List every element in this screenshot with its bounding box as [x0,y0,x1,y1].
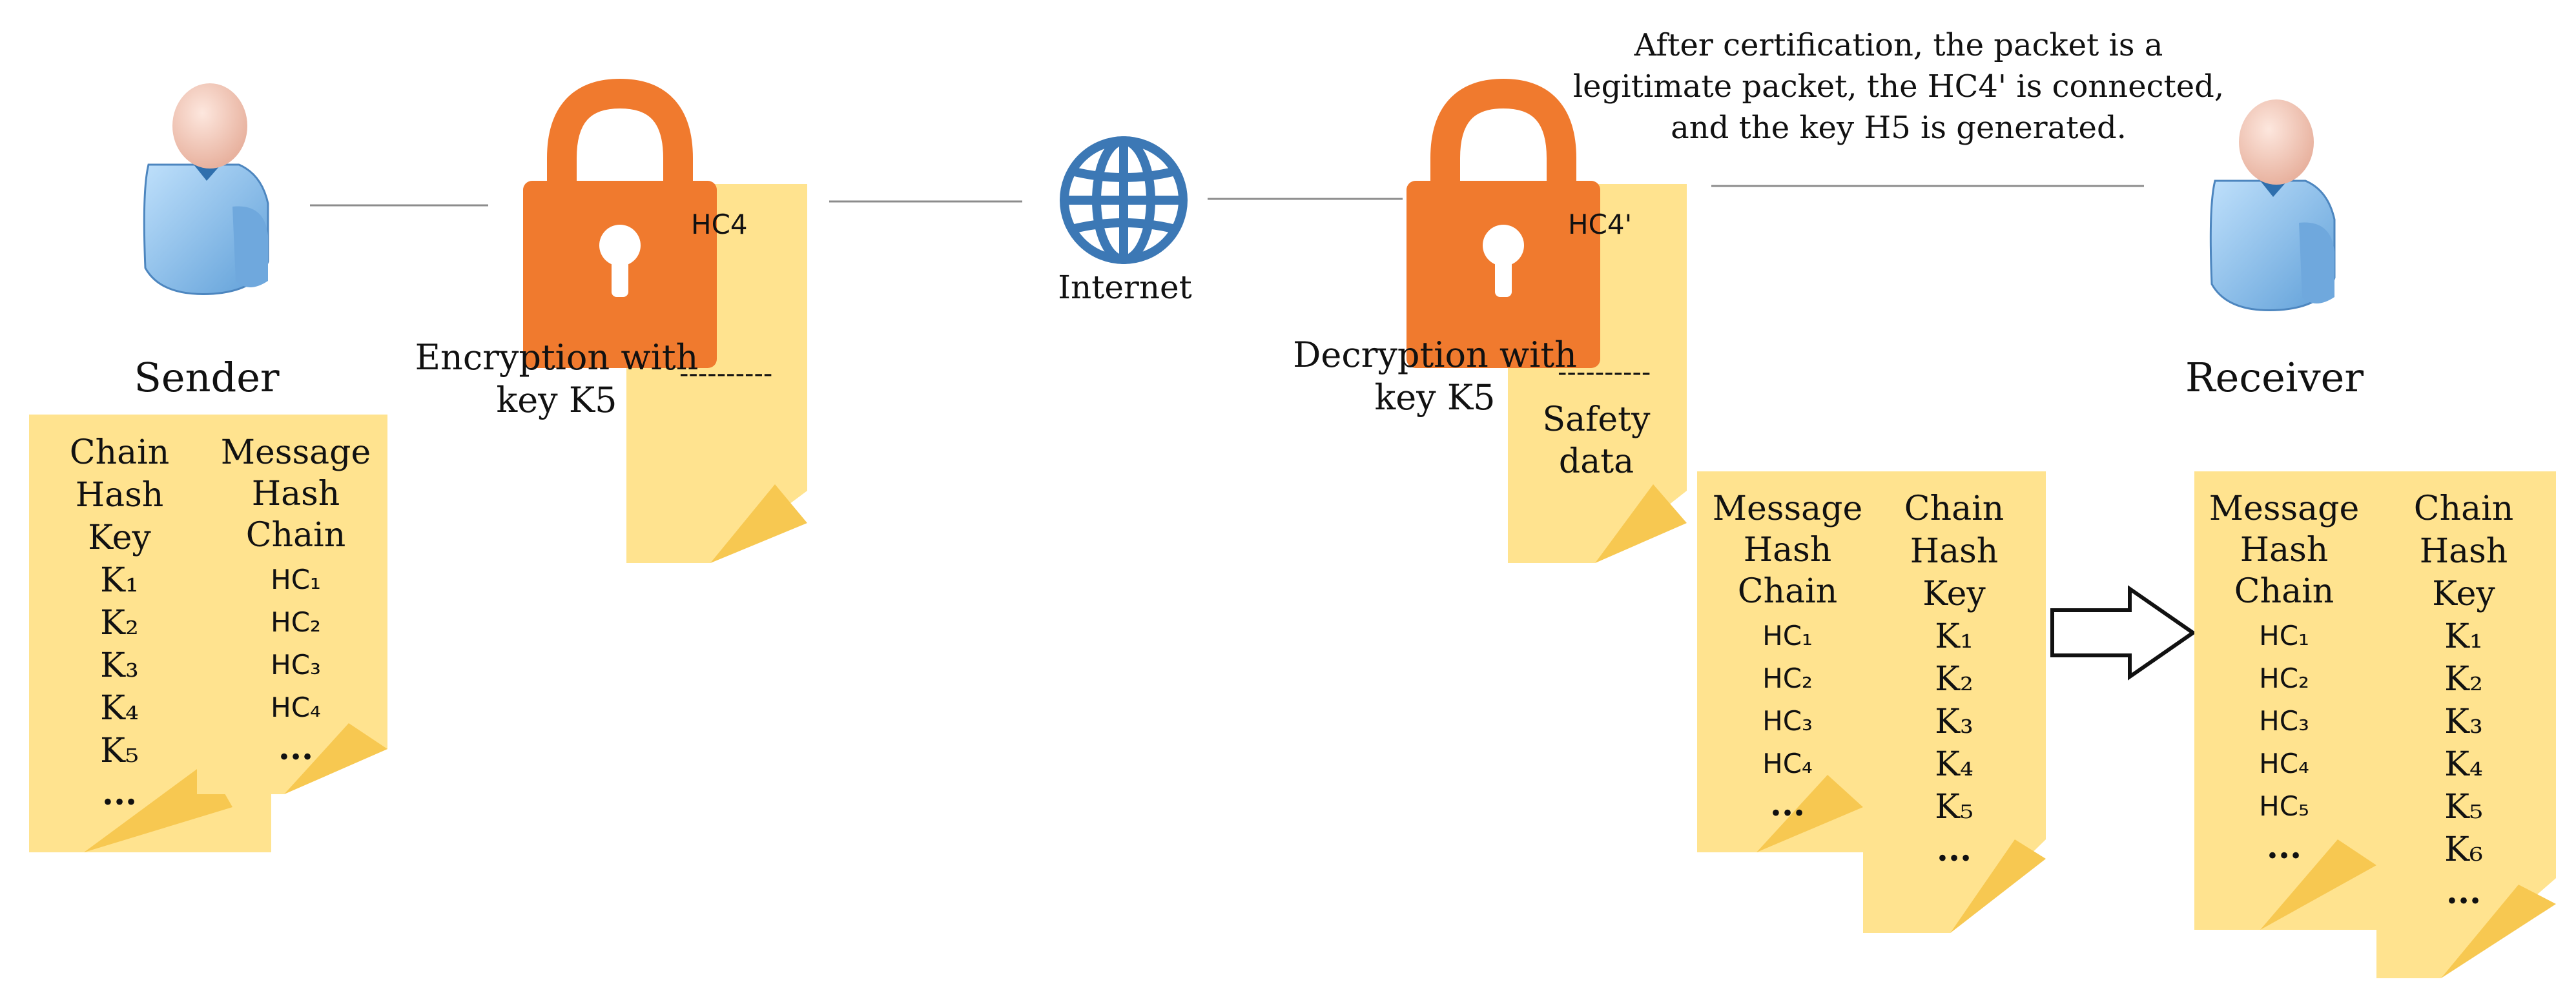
connector-lines [310,185,2144,207]
decryption-packet-dashes: ---------- [1558,358,1651,387]
note-entry: Message [221,433,371,472]
note-entry: HC₃ [2259,705,2309,737]
note-entry: K₃ [1935,703,1973,741]
sender-label: Sender [134,354,279,401]
note-entry: HC₂ [2259,662,2309,694]
note-entry: K₆ [2444,830,2483,869]
sender-key-note [29,415,387,852]
person-icon [143,83,269,295]
decryption-label-line1: Decryption with [1293,334,1577,375]
note-entry: ... [102,774,137,813]
note-entry: Message [1713,489,1862,528]
note-entry: Key [2432,575,2495,613]
note-entry: HC₂ [1762,662,1813,694]
sender-avatar [143,83,269,295]
note-entry: K₅ [2444,788,2483,826]
lock-right [1406,78,1600,368]
note-entry: HC₄ [271,692,321,723]
note-entry: ... [278,728,313,768]
note-entry: HC₃ [271,649,321,681]
note-entry: K₄ [2444,745,2483,784]
note-entry: HC₅ [2259,790,2309,822]
note-entry: Hash [2240,531,2329,570]
decryption-packet-hc: HC4' [1568,209,1632,240]
note-entry: K₂ [1935,660,1973,699]
decryption-packet-body-line1: Safety [1543,400,1651,439]
note-entry: Chain [2414,489,2513,528]
receiver-label: Receiver [2185,354,2364,401]
note-entry: Key [88,518,151,557]
note-entry: HC₁ [271,564,321,595]
note-entry: Chain [1738,572,1837,611]
certification-note-line2: legitimate packet, the HC4' is connected… [1573,68,2224,105]
note-entry: Hash [2420,532,2508,571]
note-entry: Key [1922,575,1986,613]
globe-icon [1060,136,1188,264]
encryption-packet-hc: HC4 [691,209,748,240]
note-entry: K₂ [2444,660,2483,699]
note-entry: HC₁ [2259,620,2309,652]
note-entry: K₃ [2444,703,2483,741]
receiver-note-before [1697,471,2046,933]
decryption-packet-body-line2: data [1559,442,1634,481]
note-entry: HC₁ [1762,620,1813,652]
note-entry: K₅ [100,732,139,770]
note-entry: K₄ [100,689,139,728]
note-entry: HC₂ [271,606,321,638]
receiver-avatar [2209,99,2336,311]
note-entry: ... [2267,827,2302,867]
note-entry: Chain [246,516,345,555]
note-entry: K₁ [2444,617,2483,656]
note-entry: ... [2446,872,2481,912]
note-entry: Hash [252,475,340,513]
note-entry: Chain [1904,489,2004,528]
decryption-label-line2: key K5 [1374,377,1495,418]
encryption-packet-dashes: ---------- [679,359,772,389]
note-entry: K₃ [100,646,139,685]
note-entry: ... [1937,830,1972,869]
note-entry: ... [1770,785,1805,824]
padlock-icon [1406,78,1600,368]
note-entry: K₁ [1935,617,1973,656]
note-entry: K₅ [1935,788,1973,826]
note-entry: HC₄ [2259,748,2309,779]
receiver-note-after [2194,471,2556,978]
note-entry: Hash [76,476,164,515]
internet-label: Internet [1058,269,1191,306]
note-entry: HC₃ [1762,705,1813,737]
transfer-arrow [2050,585,2197,681]
lock-left [523,78,717,368]
note-entry: K₄ [1935,745,1973,784]
note-entry: K₂ [100,604,139,642]
note-entry: Message [2209,489,2359,528]
person-icon [2209,99,2336,311]
note-entry: Hash [1910,532,1999,571]
internet-globe [1060,136,1188,264]
note-entry: K₁ [100,561,139,600]
note-entry: Hash [1744,531,1832,570]
note-entry: HC₄ [1762,748,1813,779]
certification-note-line3: and the key H5 is generated. [1671,110,2127,146]
encryption-label-line1: Encryption with [415,337,699,378]
note-entry: Chain [70,433,169,472]
note-entry: Chain [2234,572,2334,611]
encryption-label-line2: key K5 [496,380,617,420]
padlock-icon [523,78,717,368]
certification-note-line1: After certification, the packet is a [1634,27,2163,63]
right-arrow-icon [2050,585,2197,681]
